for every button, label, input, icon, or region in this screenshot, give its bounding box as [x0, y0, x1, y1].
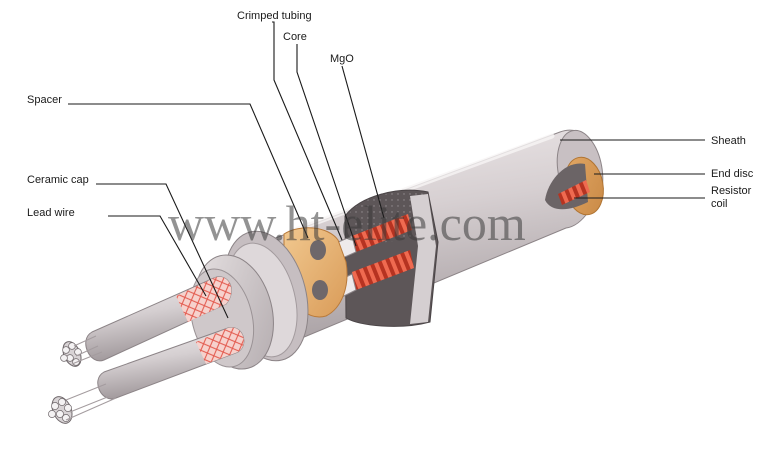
resistor-coil-lower	[352, 250, 414, 290]
braid-pattern-upper	[176, 276, 232, 322]
label-crimped-tubing: Crimped tubing	[237, 10, 312, 22]
sheath-highlight	[287, 133, 555, 235]
spacer-hole-upper	[310, 240, 326, 260]
label-lead-wire: Lead wire	[27, 207, 75, 219]
label-resistor-coil-line2: coil	[711, 198, 728, 210]
lead-wire-lower-strands	[48, 383, 117, 424]
label-core: Core	[283, 31, 307, 43]
label-spacer: Spacer	[27, 94, 62, 106]
leader-spacer	[68, 103, 309, 239]
lead-wire-upper-strands	[60, 335, 103, 367]
cutaway-edge	[410, 194, 436, 324]
label-sheath: Sheath	[711, 135, 746, 147]
far-coil	[558, 180, 590, 205]
label-ceramic-cap: Ceramic cap	[27, 174, 89, 186]
leader-lead-wire	[108, 215, 207, 297]
label-resistor-coil-line1: Resistor	[711, 185, 752, 197]
label-end-disc: End disc	[711, 168, 754, 180]
leader-crimped-tubing	[272, 21, 343, 241]
resistor-coil-upper	[352, 214, 412, 252]
watermark: www.ht-elite.com	[168, 195, 526, 251]
spacer-hole-lower	[312, 280, 328, 300]
leader-ceramic-cap	[96, 183, 229, 319]
leader-lines	[68, 21, 705, 319]
leader-core	[296, 44, 357, 247]
label-mgo: MgO	[330, 53, 354, 65]
leader-mgo	[341, 65, 385, 219]
braid-pattern-lower	[196, 327, 244, 364]
